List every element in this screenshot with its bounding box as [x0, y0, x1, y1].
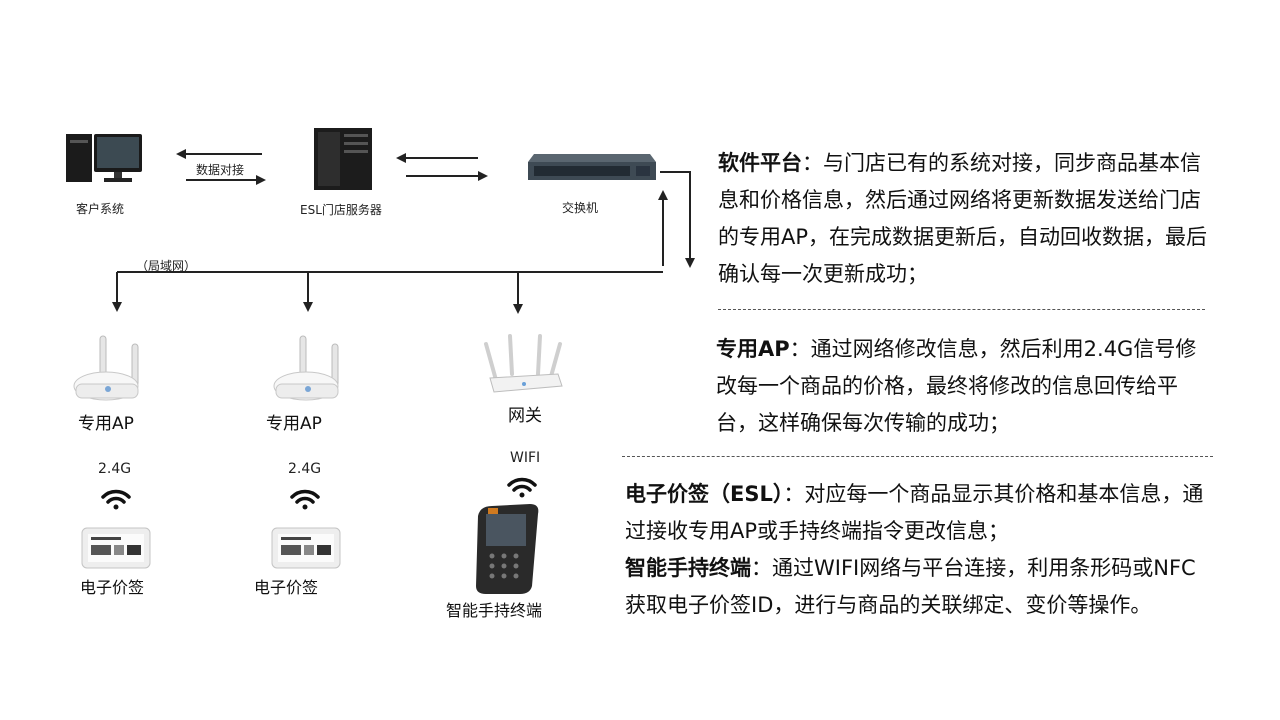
customer-pc-icon	[66, 134, 142, 182]
signal-wifi-label: WIFI	[510, 450, 541, 466]
customer-system-label: 客户系统	[76, 202, 125, 216]
ap-2-icon	[273, 335, 339, 401]
handheld-terminal-icon	[476, 504, 539, 594]
lan-label: （局域网）	[136, 259, 197, 273]
esl-tag-icon-2	[271, 527, 341, 569]
divider-1	[718, 309, 1205, 310]
handheld-desc: 智能手持终端：通过WIFI网络与平台连接，利用条形码或NFC获取电子价签ID，进…	[625, 550, 1215, 624]
ap-1-icon	[73, 335, 139, 401]
switch-icon	[528, 154, 656, 180]
ap-sep: ：	[789, 337, 811, 361]
switch-down-line	[660, 171, 695, 268]
signal-wifi-icon-3	[507, 477, 537, 498]
ap-desc: 专用AP：通过网络修改信息，然后利用2.4G信号修改每一个商品的价格，最终将修改…	[716, 331, 1202, 442]
signal-2-4g-label-1: 2.4G	[98, 461, 132, 477]
handheld-body: 通过WIFI网络与平台连接，利用条形码或NFC获取电子价签ID，进行与商品的关联…	[625, 556, 1196, 617]
esl-body: 对应每一个商品显示其价格和基本信息，通过接收专用AP或手持终端指令更改信息；	[625, 482, 1204, 543]
esl-heading: 电子价签（ESL）	[625, 482, 784, 506]
esl-tag-icon-1	[81, 527, 151, 569]
software-platform-desc: 软件平台：与门店已有的系统对接，同步商品基本信息和价格信息，然后通过网络将更新数…	[718, 145, 1214, 293]
software-platform-sep: ：	[802, 151, 823, 175]
gateway-label: 网关	[508, 406, 542, 426]
esl-server-label: ESL门店服务器	[300, 203, 382, 217]
gateway-router-icon	[484, 334, 563, 393]
esl-2-label: 电子价签	[254, 578, 319, 597]
ap-heading: 专用AP	[716, 337, 790, 361]
signal-wifi-icon-1	[101, 489, 131, 510]
ap-2-label: 专用AP	[266, 414, 322, 434]
software-platform-heading: 软件平台	[718, 151, 802, 175]
software-platform-body: 与门店已有的系统对接，同步商品基本信息和价格信息，然后通过网络将更新数据发送给门…	[718, 151, 1208, 286]
esl-desc: 电子价签（ESL）：对应每一个商品显示其价格和基本信息，通过接收专用AP或手持终…	[625, 476, 1215, 550]
esl-1-label: 电子价签	[80, 578, 145, 597]
server-icon	[314, 128, 372, 190]
signal-2-4g-label-2: 2.4G	[288, 461, 322, 477]
switch-label: 交换机	[562, 201, 599, 215]
handheld-heading: 智能手持终端	[625, 556, 751, 580]
divider-2	[622, 456, 1213, 457]
esl-sep: ：	[783, 482, 805, 506]
signal-wifi-icon-2	[290, 489, 320, 510]
handheld-label: 智能手持终端	[446, 601, 543, 620]
ap-1-label: 专用AP	[78, 414, 134, 434]
handheld-sep: ：	[751, 556, 772, 580]
ap-body: 通过网络修改信息，然后利用2.4G信号修改每一个商品的价格，最终将修改的信息回传…	[716, 337, 1197, 435]
data-exchange-label: 数据对接	[196, 163, 245, 177]
